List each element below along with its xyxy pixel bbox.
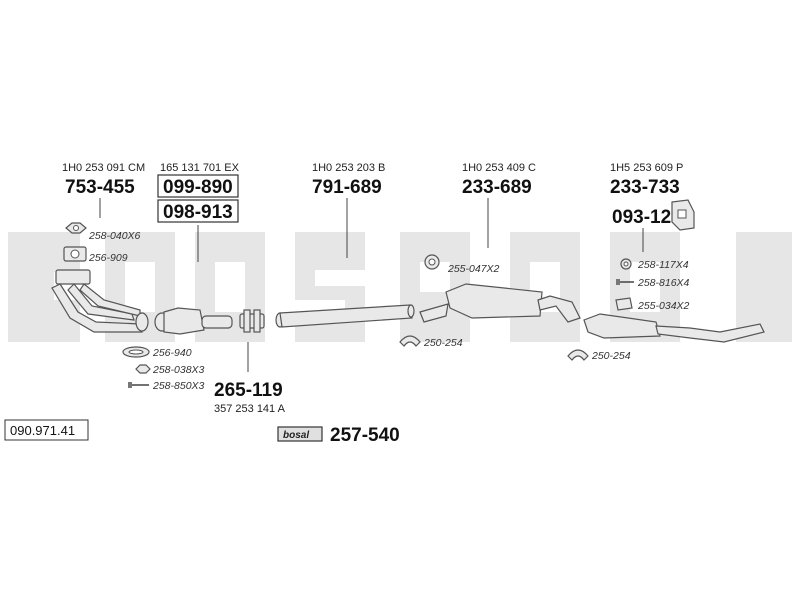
small-part-3[interactable]: 256-940: [152, 347, 192, 359]
diagram-code: 090.971.41: [10, 423, 75, 438]
nut-icon: [65, 222, 87, 234]
bolt-icon: [128, 382, 149, 388]
bosal-logo-badge: bosal: [277, 426, 323, 442]
ring-gasket-icon: [122, 346, 150, 358]
center-muffler: [419, 283, 581, 323]
small-part-7[interactable]: 250-254: [423, 337, 463, 349]
part-box-2a: [157, 174, 239, 198]
small-part-10[interactable]: 255-034X2: [637, 300, 690, 312]
small-part-5[interactable]: 258-850X3: [152, 380, 205, 392]
hanger-clamp-icon-2: [567, 349, 589, 361]
hanger-rubber-icon: [424, 254, 440, 270]
small-part-2[interactable]: 256-909: [88, 252, 128, 264]
oem-number-1: 1H0 253 091 CM: [62, 162, 145, 174]
svg-text:bosal: bosal: [283, 430, 309, 441]
bracket-part-number[interactable]: 093-120: [612, 207, 682, 228]
middle-oem-number: 357 253 141 A: [214, 403, 286, 415]
nut-icon-2: [135, 364, 151, 374]
bolt-icon-2: [616, 279, 634, 285]
exhaust-manifold: [51, 269, 149, 333]
hanger-rubber-icon-2: [615, 297, 633, 311]
oem-number-3: 1H0 253 203 B: [312, 162, 385, 174]
middle-pipe: [275, 304, 415, 328]
small-part-6[interactable]: 255-047X2: [447, 263, 500, 275]
rear-muffler: [583, 313, 765, 343]
oem-number-4: 1H0 253 409 C: [462, 162, 536, 174]
small-part-11[interactable]: 250-254: [591, 350, 631, 362]
pipe-clamp: [239, 309, 265, 333]
small-part-1[interactable]: 258-040X6: [88, 230, 141, 242]
small-part-4[interactable]: 258-038X3: [152, 364, 205, 376]
rear-hanger-bracket: [671, 199, 695, 231]
part-number-2a[interactable]: 099-890: [163, 177, 233, 198]
catalytic-converter: [154, 307, 233, 335]
part-number-3[interactable]: 791-689: [312, 177, 382, 198]
diagram-code-box: [4, 419, 89, 441]
hanger-clamp-icon: [399, 335, 421, 347]
oem-number-5: 1H5 253 609 P: [610, 162, 683, 174]
part-number-1[interactable]: 753-455: [65, 177, 135, 198]
small-part-8[interactable]: 258-117X4: [637, 259, 689, 271]
part-box-2b: [157, 199, 239, 223]
gasket-icon: [63, 246, 87, 262]
small-part-9[interactable]: 258-816X4: [637, 277, 690, 289]
kit-part-number[interactable]: 257-540: [330, 425, 400, 446]
part-number-5[interactable]: 233-733: [610, 177, 680, 198]
ring-small-icon: [620, 258, 632, 270]
part-number-2b[interactable]: 098-913: [163, 202, 233, 223]
part-number-4[interactable]: 233-689: [462, 177, 532, 198]
oem-number-2: 165 131 701 EX: [160, 162, 240, 174]
middle-part-number[interactable]: 265-119: [214, 380, 283, 401]
